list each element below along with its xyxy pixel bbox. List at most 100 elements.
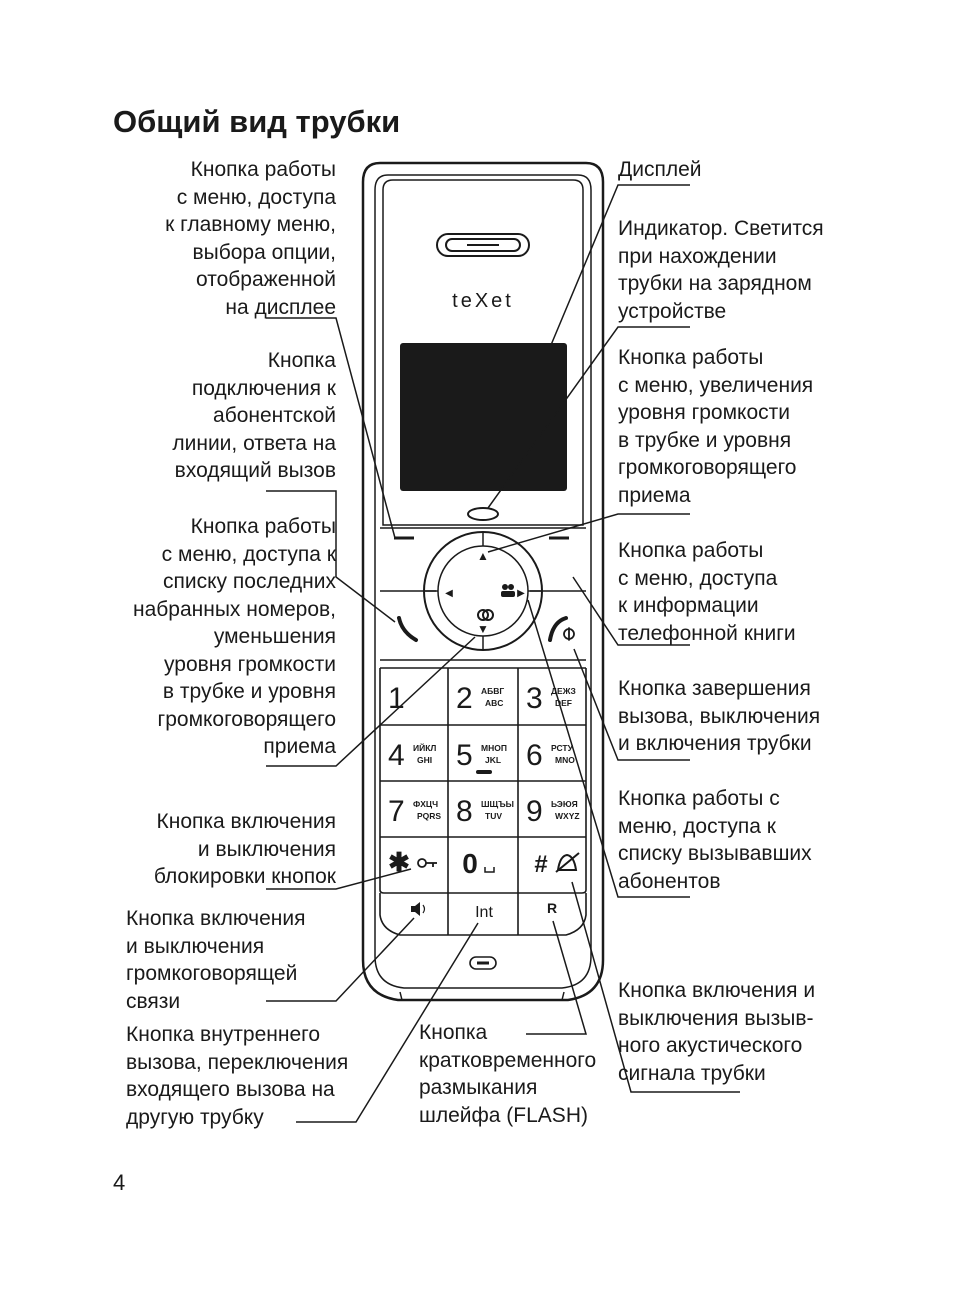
callout-keylock: Кнопка включения и выключения блокировки к… bbox=[154, 808, 336, 891]
key-letters-cyr: ЬЭЮЯ bbox=[551, 799, 578, 809]
callout-menu-callers: Кнопка работы с меню, доступа к списку выз… bbox=[618, 785, 812, 895]
digit-key[interactable]: 5 bbox=[456, 739, 473, 772]
callout-line: Кнопка включения bbox=[126, 907, 306, 930]
leader-menu-volume-up bbox=[487, 513, 690, 553]
callout-line: абонентов bbox=[618, 869, 721, 893]
callout-line: в трубке и уровня bbox=[162, 680, 336, 703]
callout-line: с меню, доступа bbox=[176, 185, 336, 209]
earpiece-icon bbox=[436, 233, 530, 257]
callout-display: Дисплей bbox=[618, 156, 702, 184]
digit-key[interactable]: 7 bbox=[388, 795, 405, 828]
callout-line: Кнопка работы bbox=[190, 515, 336, 538]
call-icon[interactable] bbox=[397, 616, 418, 642]
digit-key[interactable]: 8 bbox=[456, 795, 473, 828]
callout-line: в трубке и уровня bbox=[618, 428, 792, 452]
callout-line: Кнопка работы bbox=[618, 346, 764, 369]
callout-line: уровня громкости bbox=[164, 652, 336, 676]
key-lock-icon bbox=[417, 858, 437, 868]
callout-line: с меню, увеличения bbox=[618, 373, 814, 397]
callout-line: набранных номеров, bbox=[132, 597, 336, 621]
speaker-icon[interactable] bbox=[411, 902, 426, 916]
leader-menu-redial bbox=[266, 636, 476, 767]
callout-line: линии, ответа на bbox=[172, 431, 336, 455]
callout-line: вызова, переключения bbox=[126, 1050, 349, 1074]
key-letters-lat: ABC bbox=[485, 698, 503, 708]
leader-end-power bbox=[573, 648, 690, 761]
leader-call-answer bbox=[266, 490, 396, 623]
nav-left-arrow[interactable]: ◀ bbox=[445, 588, 453, 599]
leader-speakerphone bbox=[266, 917, 415, 1002]
callout-line: Кнопка bbox=[267, 349, 336, 372]
nav-up-arrow[interactable]: ▲ bbox=[477, 549, 489, 563]
zero-space-icon bbox=[484, 867, 495, 873]
star-key[interactable]: ✱ bbox=[388, 847, 410, 877]
callout-line: и включения трубки bbox=[618, 732, 812, 755]
callout-menu-main: Кнопка работы с меню, доступа к главному м… bbox=[165, 156, 336, 321]
key-letters-cyr: РСТУ bbox=[551, 743, 574, 753]
key-letters-cyr: ФХЦЧ bbox=[413, 799, 438, 809]
digit-key[interactable]: 3 bbox=[526, 682, 543, 715]
int-key[interactable]: Int bbox=[475, 904, 493, 921]
callout-line: размыкания bbox=[419, 1076, 538, 1099]
leader-keylock bbox=[266, 868, 412, 890]
callout-line: блокировки кнопок bbox=[153, 865, 336, 888]
leader-lines bbox=[266, 184, 740, 1123]
callout-line: Кнопка работы с bbox=[618, 787, 780, 810]
callout-line: трубки на зарядном bbox=[618, 272, 812, 295]
callout-line: абонентской bbox=[213, 404, 336, 427]
bell-off-icon bbox=[555, 852, 580, 873]
callout-line: громкоговорящего bbox=[157, 707, 336, 731]
callout-line: и выключения bbox=[197, 837, 336, 861]
callout-line: Кнопка внутреннего bbox=[126, 1023, 321, 1046]
callout-line: с меню, доступа bbox=[618, 566, 778, 590]
key-letters-cyr: ШЩЪЫ bbox=[481, 799, 514, 809]
callout-line: уменьшения bbox=[213, 625, 336, 648]
key-letters-lat: WXYZ bbox=[555, 811, 580, 821]
callout-line: Кнопка работы bbox=[190, 158, 336, 181]
leader-indicator bbox=[487, 326, 690, 509]
callout-line: кратковременного bbox=[419, 1048, 597, 1072]
leader-flash bbox=[526, 920, 588, 1035]
callout-line: с меню, доступа к bbox=[161, 542, 336, 566]
callout-line: шлейфа (FLASH) bbox=[419, 1103, 588, 1127]
callout-line: телефонной книги bbox=[618, 621, 796, 645]
callout-line: Кнопка завершения bbox=[618, 677, 811, 700]
r-key[interactable]: R bbox=[547, 900, 557, 916]
leader-ringer bbox=[571, 881, 740, 1093]
key-letters-lat: GHI bbox=[417, 755, 432, 765]
key-letters-cyr: АБВГ bbox=[481, 686, 504, 696]
digit-key[interactable]: 2 bbox=[456, 682, 473, 715]
key-letters-cyr: ИЙКЛ bbox=[413, 742, 436, 753]
digit-key[interactable]: 9 bbox=[526, 795, 543, 828]
callout-menu-volume-up: Кнопка работы с меню, увеличения уровня гр… bbox=[618, 344, 813, 509]
zero-key[interactable]: 0 bbox=[462, 848, 478, 879]
nav-down-arrow[interactable]: ▼ bbox=[477, 622, 489, 636]
callout-line: списку вызывавших bbox=[618, 842, 812, 865]
callout-line: уровня громкости bbox=[618, 401, 790, 424]
nav-right-arrow[interactable]: ▶ bbox=[517, 588, 525, 599]
leader-display bbox=[550, 184, 690, 346]
callout-line: Индикатор. Светится bbox=[618, 217, 824, 240]
key-letters-lat: MNO bbox=[555, 755, 575, 765]
callout-line: при нахождении bbox=[618, 244, 777, 268]
handset-face-panel bbox=[382, 179, 584, 526]
callout-line: меню, доступа к bbox=[618, 814, 776, 838]
end-call-icon[interactable] bbox=[548, 616, 575, 642]
callout-line: к главному меню, bbox=[165, 213, 336, 236]
callout-line: связи bbox=[126, 989, 181, 1013]
digit-key[interactable]: 4 bbox=[388, 739, 405, 772]
digit-key[interactable]: 6 bbox=[526, 739, 543, 772]
leader-intercom bbox=[296, 922, 479, 1123]
callout-line: Кнопка включения bbox=[156, 810, 336, 833]
hash-key[interactable]: # bbox=[534, 851, 547, 878]
keypad bbox=[379, 668, 587, 970]
callout-line: Кнопка включения и bbox=[618, 979, 816, 1002]
